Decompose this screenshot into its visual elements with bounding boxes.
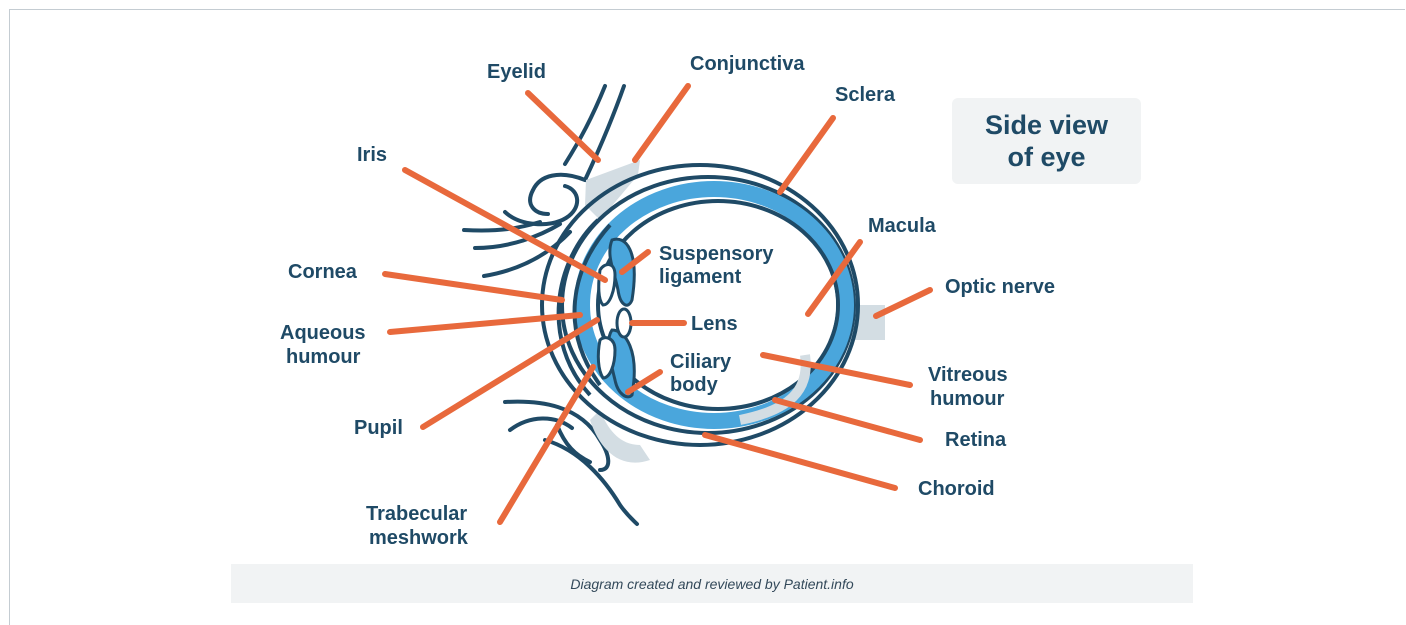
leader-retina (775, 400, 920, 440)
label-optic-nerve: Optic nerve (945, 276, 1055, 298)
title-line-2: of eye (1007, 141, 1085, 173)
label-conjunctiva: Conjunctiva (690, 53, 805, 75)
label-pupil: Pupil (354, 417, 403, 439)
title-line-1: Side view (985, 109, 1108, 141)
leader-cornea (385, 274, 562, 300)
label-vitreous-line2: humour (930, 388, 1005, 410)
label-retina: Retina (945, 429, 1007, 451)
leader-trabecular (500, 367, 593, 522)
label-iris: Iris (357, 144, 387, 166)
label-suspensory-line2: ligament (659, 266, 742, 288)
title-box: Side view of eye (952, 98, 1141, 184)
label-cornea: Cornea (288, 261, 358, 283)
label-macula: Macula (868, 215, 937, 237)
leader-conjunctiva (635, 86, 688, 160)
leader-choroid (705, 435, 895, 488)
label-sclera: Sclera (835, 84, 896, 106)
diagram-caption: Diagram created and reviewed by Patient.… (231, 564, 1193, 603)
label-ciliary-line2: body (670, 374, 719, 396)
label-choroid: Choroid (918, 478, 995, 500)
label-aqueous-line1: Aqueous (280, 322, 366, 344)
label-lens: Lens (691, 313, 738, 335)
label-trabecular-line2: meshwork (369, 527, 469, 549)
lens-shape (617, 309, 631, 337)
label-vitreous-line1: Vitreous (928, 364, 1008, 386)
label-trabecular-line1: Trabecular (366, 503, 467, 525)
leader-optic-nerve (876, 290, 930, 316)
leader-sclera (780, 118, 833, 192)
lower-lid-shape (505, 402, 637, 524)
label-suspensory-line1: Suspensory (659, 243, 774, 265)
label-ciliary-line1: Ciliary (670, 351, 732, 373)
leader-iris (405, 170, 605, 280)
label-eyelid: Eyelid (487, 61, 546, 83)
label-aqueous-line2: humour (286, 346, 361, 368)
leader-aqueous (390, 315, 580, 332)
